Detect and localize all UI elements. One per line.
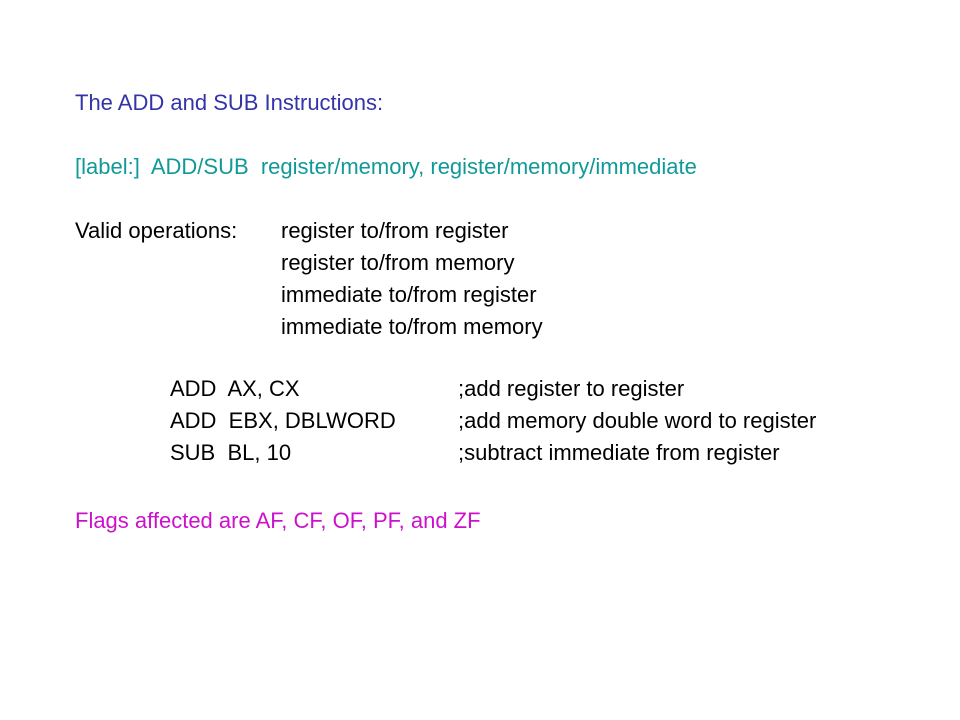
example-comment: ;subtract immediate from register — [458, 440, 780, 465]
syntax-line: [label:] ADD/SUB register/memory, regist… — [75, 154, 697, 179]
example-comment: ;add register to register — [458, 376, 685, 401]
valid-operations-label: Valid operations: — [75, 218, 244, 243]
example-instruction: SUB BL, 10 — [170, 440, 292, 465]
example-comment: ;add memory double word to register — [458, 408, 817, 433]
flags-affected-note: Flags affected are AF, CF, OF, PF, and Z… — [75, 508, 481, 533]
example-instruction: ADD EBX, DBLWORD — [170, 408, 396, 433]
valid-operation-item: immediate to/from memory — [281, 314, 543, 339]
valid-operation-item: register to/from register — [281, 218, 509, 243]
example-instruction: ADD AX, CX — [170, 376, 300, 401]
valid-operation-item: immediate to/from register — [281, 282, 537, 307]
valid-operation-item: register to/from memory — [281, 250, 515, 275]
slide-title: The ADD and SUB Instructions: — [75, 90, 384, 115]
